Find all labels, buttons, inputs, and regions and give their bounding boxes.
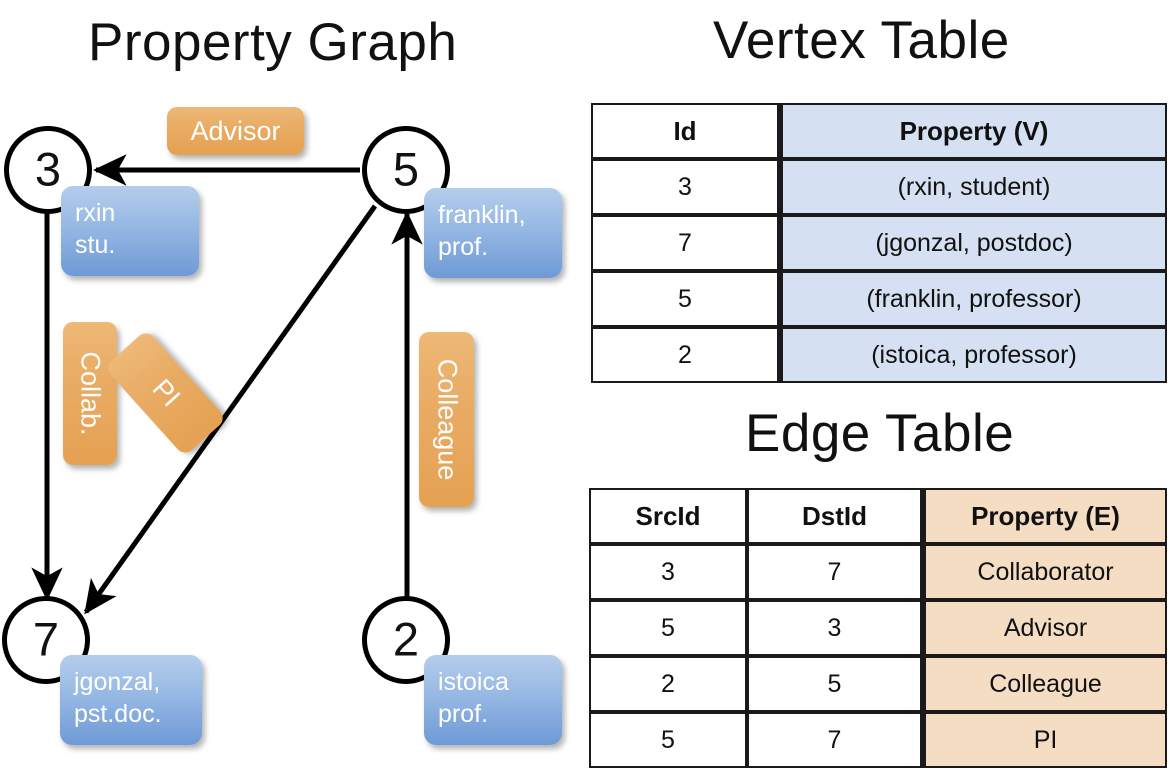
edge-table-title: Edge Table: [745, 404, 1015, 463]
edge-table-header-dstid: DstId: [747, 488, 924, 544]
vertex-table-cell-id: 5: [591, 271, 781, 327]
vertex-table-cell-property: (jgonzal, postdoc): [781, 215, 1167, 271]
vertex-node-2[interactable]: 2: [362, 596, 450, 684]
vertex-property-istoica-line2: prof.: [438, 700, 489, 728]
edge-table-cell-property: Colleague: [924, 656, 1167, 712]
vertex-table-header-id: Id: [591, 103, 781, 159]
edge-arrow-5-to-7: [83, 204, 378, 615]
vertex-property-istoica-line1: istoica: [438, 668, 509, 696]
edge-label-box-advisor: Advisor: [167, 107, 304, 155]
vertex-property-box-franklin: franklin, prof.: [424, 188, 562, 278]
vertex-table-row[interactable]: 2 (istoica, professor): [591, 327, 1167, 383]
vertex-table-row[interactable]: 7 (jgonzal, postdoc): [591, 215, 1167, 271]
vertex-table-cell-id: 7: [591, 215, 781, 271]
vertex-property-box-rxin: rxin stu.: [61, 186, 199, 276]
edge-table-cell-dstid: 3: [747, 600, 924, 656]
edge-table-cell-dstid: 5: [747, 656, 924, 712]
vertex-property-box-jgonzal: jgonzal, pst.doc.: [60, 655, 202, 745]
vertex-property-rxin-line1: rxin: [75, 199, 116, 227]
edge-table-row[interactable]: 3 7 Collaborator: [589, 544, 1167, 600]
edge-table-row[interactable]: 5 3 Advisor: [589, 600, 1167, 656]
edge-label-advisor-text: Advisor: [190, 115, 281, 146]
edge-table-row[interactable]: 5 7 PI: [589, 712, 1167, 768]
edge-label-colleague-text: Colleague: [432, 358, 462, 481]
edge-table-cell-dstid: 7: [747, 544, 924, 600]
edge-label-pi-text: PI: [146, 373, 186, 413]
vertex-node-5-label: 5: [392, 142, 420, 196]
edge-label-box-colleague: Colleague: [419, 332, 474, 507]
vertex-property-franklin-line1: franklin,: [438, 201, 526, 229]
edge-table-cell-srcid: 3: [589, 544, 747, 600]
vertex-table-cell-property: (rxin, student): [781, 159, 1167, 215]
vertex-table-cell-property: (istoica, professor): [781, 327, 1167, 383]
edge-label-collab-text: Collab.: [75, 351, 106, 436]
vertex-table-cell-property: (franklin, professor): [781, 271, 1167, 327]
edge-table-cell-dstid: 7: [747, 712, 924, 768]
vertex-table-header-property: Property (V): [781, 103, 1167, 159]
edge-table-cell-srcid: 5: [589, 600, 747, 656]
vertex-property-rxin-line2: stu.: [75, 231, 116, 259]
vertex-node-2-label: 2: [392, 612, 420, 666]
vertex-property-jgonzal-line1: jgonzal,: [74, 668, 161, 696]
edge-table-header-row: SrcId DstId Property (E): [589, 488, 1167, 544]
edge-table-cell-property: Advisor: [924, 600, 1167, 656]
edge-table-header-srcid: SrcId: [589, 488, 747, 544]
edge-table-cell-property: Collaborator: [924, 544, 1167, 600]
edge-label-box-collab: Collab.: [63, 322, 117, 465]
property-graph-panel: Property Graph 3 5 7 2 rxin stu. frankli…: [0, 0, 585, 760]
edge-table-row[interactable]: 2 5 Colleague: [589, 656, 1167, 712]
edge-table-header-property: Property (E): [924, 488, 1167, 544]
vertex-table-cell-id: 3: [591, 159, 781, 215]
edge-table-cell-srcid: 5: [589, 712, 747, 768]
vertex-table: Id Property (V) 3 (rxin, student) 7 (jgo…: [591, 103, 1167, 383]
property-graph-title: Property Graph: [88, 13, 458, 72]
vertex-table-header-row: Id Property (V): [591, 103, 1167, 159]
vertex-node-3-label: 3: [34, 142, 62, 196]
vertex-table-row[interactable]: 3 (rxin, student): [591, 159, 1167, 215]
vertex-table-row[interactable]: 5 (franklin, professor): [591, 271, 1167, 327]
vertex-property-jgonzal-line2: pst.doc.: [74, 700, 162, 728]
graph-edges-layer: [31, 154, 423, 615]
vertex-property-box-istoica: istoica prof.: [424, 655, 562, 745]
edge-table: SrcId DstId Property (E) 3 7 Collaborato…: [589, 488, 1167, 768]
vertex-table-cell-id: 2: [591, 327, 781, 383]
vertex-table-title: Vertex Table: [713, 11, 1010, 70]
vertex-node-7-label: 7: [32, 612, 60, 666]
edge-table-cell-srcid: 2: [589, 656, 747, 712]
vertex-property-franklin-line2: prof.: [438, 233, 489, 261]
